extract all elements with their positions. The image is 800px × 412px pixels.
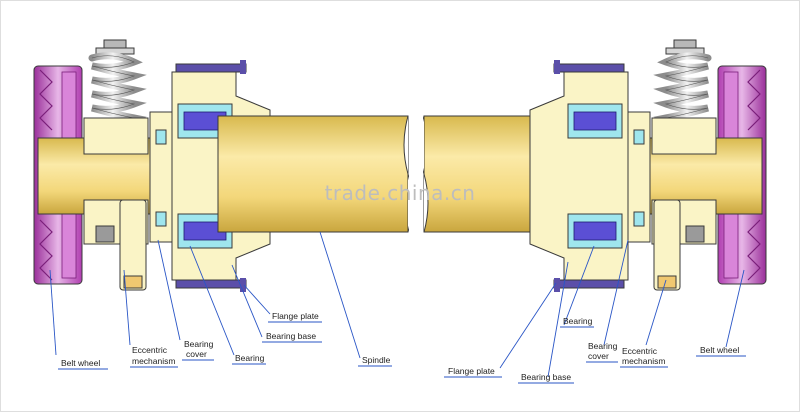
right-bearing — [567, 103, 623, 249]
label-bearing-cover-left-2: cover — [186, 349, 207, 359]
label-flange-plate-left: Flange plate — [272, 311, 319, 321]
watermark-text: trade.china.cn — [325, 181, 476, 205]
labels: Belt wheel Eccentric mechanism Bearing c… — [58, 311, 746, 384]
label-eccentric-right-2: mechanism — [622, 356, 665, 366]
label-belt-wheel-left: Belt wheel — [61, 358, 100, 368]
label-bearing-base-right: Bearing base — [521, 372, 571, 382]
right-bearing-cover — [627, 111, 651, 243]
label-spindle: Spindle — [362, 355, 391, 365]
right-bearing-base — [529, 60, 629, 292]
left-flange-plate-top — [175, 63, 247, 73]
label-eccentric-left-2: mechanism — [132, 356, 175, 366]
label-bearing-base-left: Bearing base — [266, 331, 316, 341]
right-flange-plate-top — [553, 63, 625, 73]
label-flange-plate-right: Flange plate — [448, 366, 495, 376]
right-eccentric-mechanism — [651, 117, 717, 291]
label-bearing-cover-left-1: Bearing — [184, 339, 214, 349]
label-belt-wheel-right: Belt wheel — [700, 345, 739, 355]
left-flange-plate-bottom — [175, 279, 247, 289]
right-assembly — [529, 39, 767, 292]
label-bearing-cover-right-1: Bearing — [588, 341, 618, 351]
label-bearing-right: Bearing — [563, 316, 593, 326]
left-bearing-cover — [149, 111, 173, 243]
leader-lines — [49, 231, 745, 378]
label-bearing-cover-right-2: cover — [588, 351, 609, 361]
label-eccentric-left-1: Eccentric — [132, 345, 168, 355]
left-eccentric-mechanism — [83, 117, 149, 291]
label-eccentric-right-1: Eccentric — [622, 346, 658, 356]
left-spring — [88, 39, 147, 127]
right-spring — [653, 39, 712, 127]
label-bearing-left: Bearing — [235, 353, 265, 363]
